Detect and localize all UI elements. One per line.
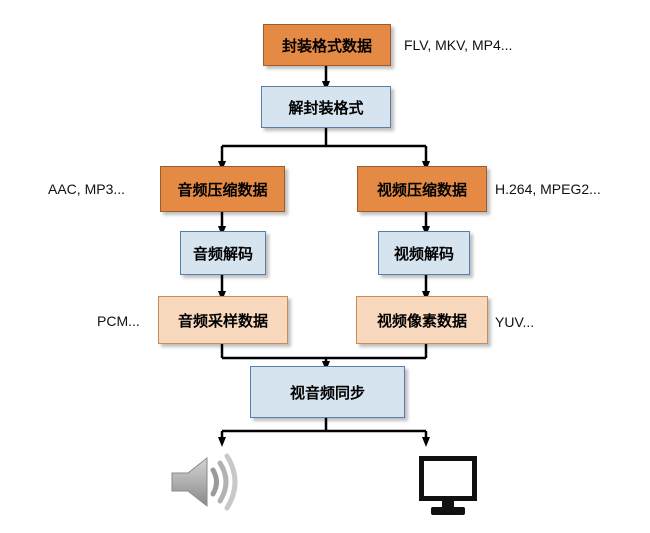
video-raw-box: 视频像素数据 [356, 296, 488, 344]
video-decode-box: 视频解码 [378, 231, 470, 275]
audio-raw-formats-label: PCM... [97, 313, 140, 329]
video-compressed-box: 视频压缩数据 [357, 166, 487, 212]
video-formats-label: H.264, MPEG2... [495, 181, 601, 197]
audio-compressed-box: 音频压缩数据 [160, 166, 285, 212]
speaker-icon [171, 453, 238, 511]
monitor-icon [419, 456, 477, 515]
av-sync-box: 视音频同步 [250, 366, 405, 418]
audio-formats-label: AAC, MP3... [48, 181, 126, 197]
container-formats-label: FLV, MKV, MP4... [404, 37, 513, 53]
demux-box: 解封装格式 [261, 86, 391, 128]
audio-raw-box: 音频采样数据 [158, 296, 288, 344]
container-data-box: 封装格式数据 [263, 24, 391, 66]
audio-decode-box: 音频解码 [180, 231, 266, 275]
video-raw-formats-label: YUV... [495, 314, 535, 330]
